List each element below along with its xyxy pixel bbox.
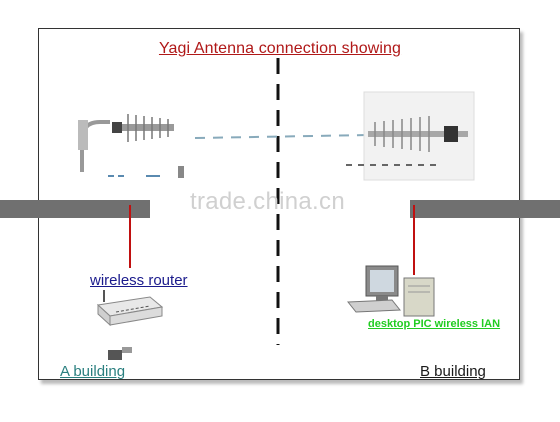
network-adapter-icon [108, 347, 132, 360]
diagram-title: Yagi Antenna connection showing [158, 40, 402, 57]
router-label: wireless router [90, 272, 188, 289]
watermark-band-left [0, 200, 150, 218]
wireless-link-line [194, 134, 369, 139]
desktop-computer-icon [346, 265, 435, 317]
watermark-band-right [410, 200, 560, 218]
watermark-text: trade.china.cn [190, 188, 345, 215]
building-a-label: A building [60, 363, 126, 380]
yagi-antenna-icon [78, 114, 184, 178]
wireless-router-icon [96, 290, 164, 327]
building-b-label: B building [420, 363, 486, 380]
desktop-label: desktop PIC wireless lAN [368, 318, 501, 330]
yagi-antenna-icon [346, 116, 468, 166]
